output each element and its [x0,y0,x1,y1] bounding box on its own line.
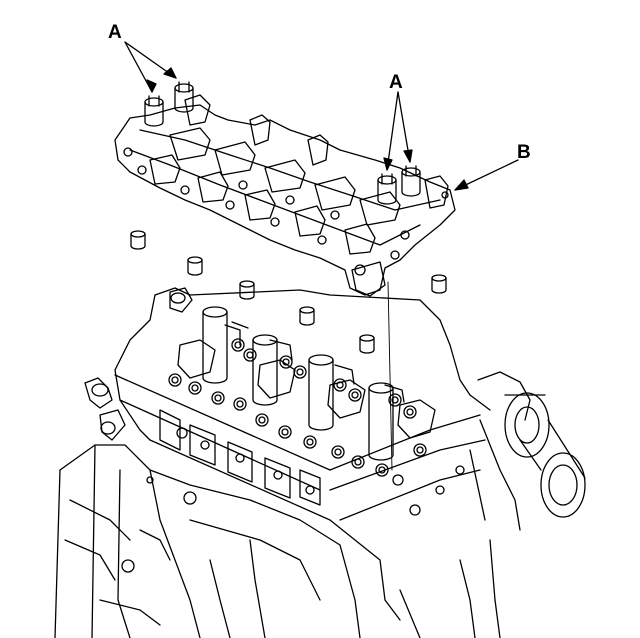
callout-a-left: A [108,22,122,43]
camshaft-holder-assembly [114,94,456,297]
leader-arrows [124,41,519,191]
arrow-a-right-1 [386,91,399,171]
engine-block [54,444,501,638]
spark-plug-tubes [202,306,394,461]
cam-pulley [469,371,586,531]
bolts-a [144,81,421,205]
callout-b: B [517,142,531,163]
cylinder-head [114,287,491,621]
callout-a-right: A [389,72,403,93]
alignment-line [387,281,393,471]
water-outlet [84,287,193,441]
dowel-pins [130,230,447,354]
valve-springs [168,321,427,477]
arrow-a-left-1 [124,41,153,93]
